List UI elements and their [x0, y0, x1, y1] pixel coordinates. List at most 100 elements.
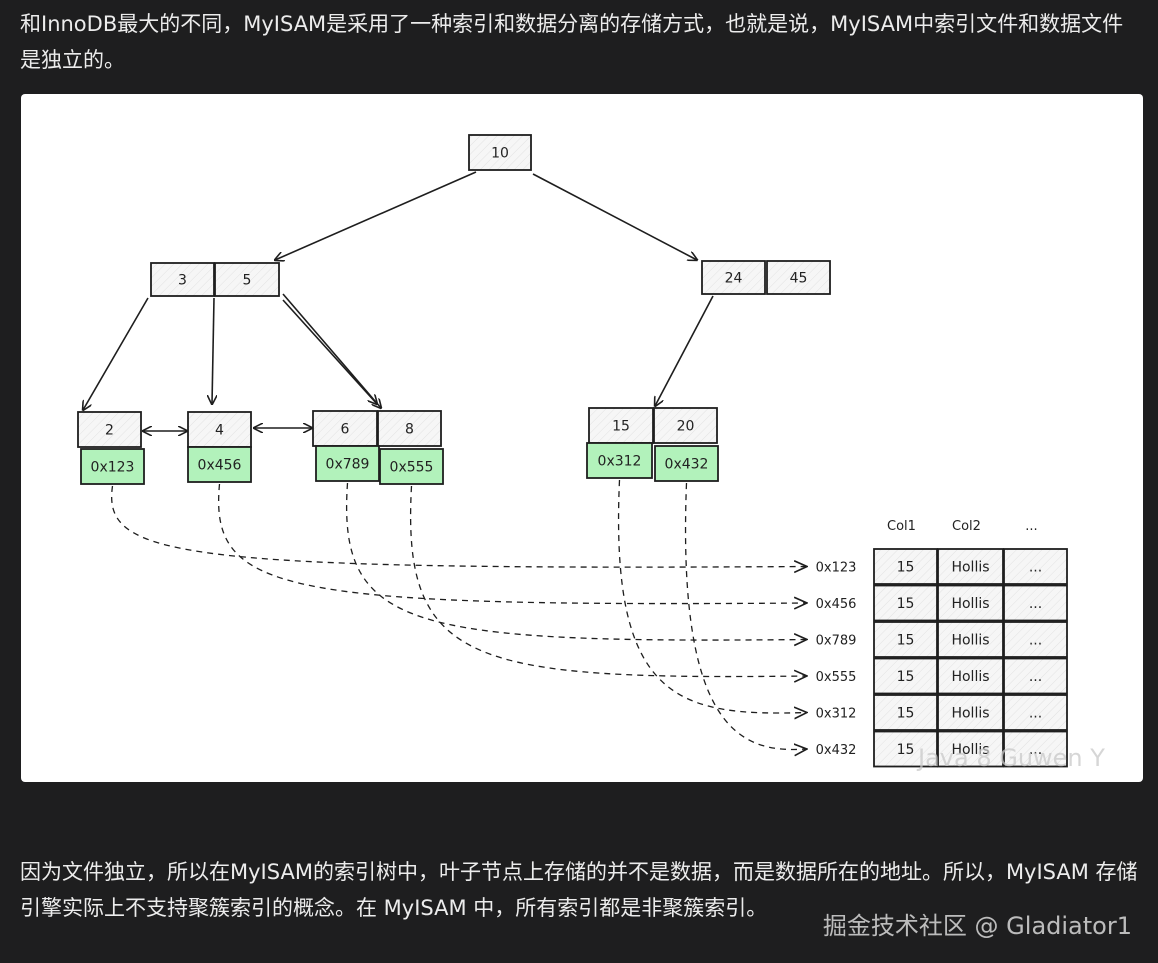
table-row: 15 Hollis...: [873, 621, 1068, 658]
table-row: 15 Hollis...: [873, 584, 1068, 622]
table-cell: Hollis: [937, 621, 1004, 658]
table-header: Col1: [887, 519, 916, 534]
table-row: 15 Hollis...: [873, 657, 1068, 695]
pointer-link-0x123: [111, 485, 807, 567]
internal-left-key-0: 3: [150, 262, 215, 297]
table-cell: ...: [1003, 657, 1068, 695]
leaf-key-8-label: 8: [405, 422, 414, 438]
leaf-addr-0x312-label: 0x312: [598, 454, 642, 470]
leaf-key-20-label: 20: [677, 419, 695, 435]
leaf-key-8: 8: [377, 410, 442, 447]
table-cell: Hollis: [937, 730, 1004, 768]
pointer-links: [111, 479, 807, 750]
explanation-paragraph: 因为文件独立，所以在MyISAM的索引树中，叶子节点上存储的并不是数据，而是数据…: [20, 860, 1138, 920]
leaf-addr-0x555-label: 0x555: [390, 460, 434, 476]
leaf-addr-0x432: 0x432: [654, 445, 719, 482]
internal-right-key-0-label: 24: [725, 271, 743, 287]
leaf-key-6-label: 6: [341, 422, 350, 438]
row-address-label: 0x432: [816, 743, 857, 758]
table-cell: 15: [873, 548, 938, 585]
leaf-addr-0x789-label: 0x789: [326, 457, 370, 473]
row-address-label: 0x123: [816, 561, 857, 576]
leaf-addr-0x312: 0x312: [586, 442, 653, 479]
leaf-addr-0x456-label: 0x456: [198, 458, 242, 474]
root-node: 10: [468, 134, 532, 171]
internal-left-key-1-label: 5: [243, 273, 252, 289]
leaf-key-4: 4: [187, 411, 252, 448]
intro-paragraph: 和InnoDB最大的不同，MyISAM是采用了一种索引和数据分离的存储方式，也就…: [20, 12, 1124, 72]
table-cell-label: 15: [897, 596, 915, 612]
table-cell: 15: [873, 730, 938, 768]
table-cell-label: 15: [897, 742, 915, 758]
footer-watermark: 掘金技术社区 @ Gladiator1: [822, 912, 1132, 940]
internal-left-key-0-label: 3: [178, 273, 187, 289]
leaf-addr-0x123: 0x123: [80, 448, 145, 485]
internal-right-key-1-label: 45: [790, 271, 808, 287]
tree-edge: [275, 171, 477, 260]
table-cell-label: Hollis: [951, 633, 989, 649]
root-node-label: 10: [491, 146, 509, 162]
tree-edge: [83, 297, 149, 410]
table-cell-label: Hollis: [951, 560, 989, 576]
row-address-label: 0x456: [816, 597, 857, 612]
table-cell: Hollis: [937, 548, 1004, 585]
table-cell-label: Hollis: [951, 742, 989, 758]
tree-edges: [83, 171, 714, 431]
table-cell-label: 15: [897, 633, 915, 649]
row-address-label: 0x789: [816, 634, 857, 649]
leaf-key-2-label: 2: [105, 423, 114, 439]
table-header: Col2: [952, 519, 981, 534]
table-cell-label: ...: [1029, 669, 1042, 685]
table-cell-label: ...: [1029, 706, 1042, 722]
table-cell-label: 15: [897, 560, 915, 576]
table-cell: ...: [1003, 621, 1068, 658]
leaf-addr-0x432-label: 0x432: [665, 457, 709, 473]
table-cell: ...: [1003, 584, 1068, 622]
leaf-addr-0x456: 0x456: [187, 446, 252, 483]
table-cell: 15: [873, 584, 938, 622]
pointer-link-0x312: [617, 479, 807, 713]
tree-edge: [282, 293, 381, 408]
table-cell-label: 15: [897, 669, 915, 685]
table-cell: ...: [1003, 694, 1068, 731]
tree-nodes: 10 3 5 24 45 2 0x123 4 0x456 6 8 0x789 0x555 15 20 0x31…: [77, 134, 831, 485]
tree-edge: [212, 297, 214, 404]
row-address-label: 0x555: [816, 670, 857, 685]
diagram-canvas: 10 3 5 24 45 2 0x123 4 0x456 6 8 0x789 0x555 15 20 0x31…: [77, 134, 1068, 768]
tree-edge: [532, 173, 697, 260]
leaf-addr-0x789: 0x789: [315, 445, 380, 482]
table-cell: Hollis: [937, 584, 1004, 622]
row-address-label: 0x312: [816, 707, 857, 722]
table-header: ...: [1025, 519, 1037, 534]
tree-edge: [282, 299, 377, 404]
internal-left-key-1: 5: [214, 262, 280, 297]
leaf-key-20: 20: [653, 407, 718, 444]
table-row: 15 Hollis...: [873, 548, 1068, 585]
pointer-link-0x555: [410, 485, 807, 677]
tree-edge: [655, 295, 714, 406]
leaf-key-4-label: 4: [215, 423, 224, 439]
leaf-addr-0x555: 0x555: [379, 448, 444, 485]
table-row: 15 Hollis...: [873, 730, 1068, 768]
leaf-key-15: 15: [588, 407, 654, 444]
table-cell: 15: [873, 621, 938, 658]
internal-right-key-1: 45: [766, 260, 831, 295]
table-cell-label: ...: [1029, 742, 1042, 758]
myisam-index-diagram: 10 3 5 24 45 2 0x123 4 0x456 6 8 0x789 0x555 15 20 0x31…: [21, 94, 1143, 782]
table-cell: Hollis: [937, 694, 1004, 731]
table-cell: ...: [1003, 548, 1068, 585]
table-cell: ...: [1003, 730, 1068, 768]
pointer-link-0x456: [218, 483, 807, 604]
table-cell-label: Hollis: [951, 669, 989, 685]
pointer-link-0x432: [684, 482, 807, 750]
table-cell-label: ...: [1029, 633, 1042, 649]
figure-watermark: Java 8 Guwen Y: [918, 744, 1105, 772]
pointer-link-0x789: [346, 482, 807, 640]
table-cell: 15: [873, 694, 938, 731]
table-cell: 15: [873, 657, 938, 695]
internal-right-key-0: 24: [701, 260, 766, 295]
table-cell-label: ...: [1029, 560, 1042, 576]
leaf-key-6: 6: [312, 410, 378, 447]
